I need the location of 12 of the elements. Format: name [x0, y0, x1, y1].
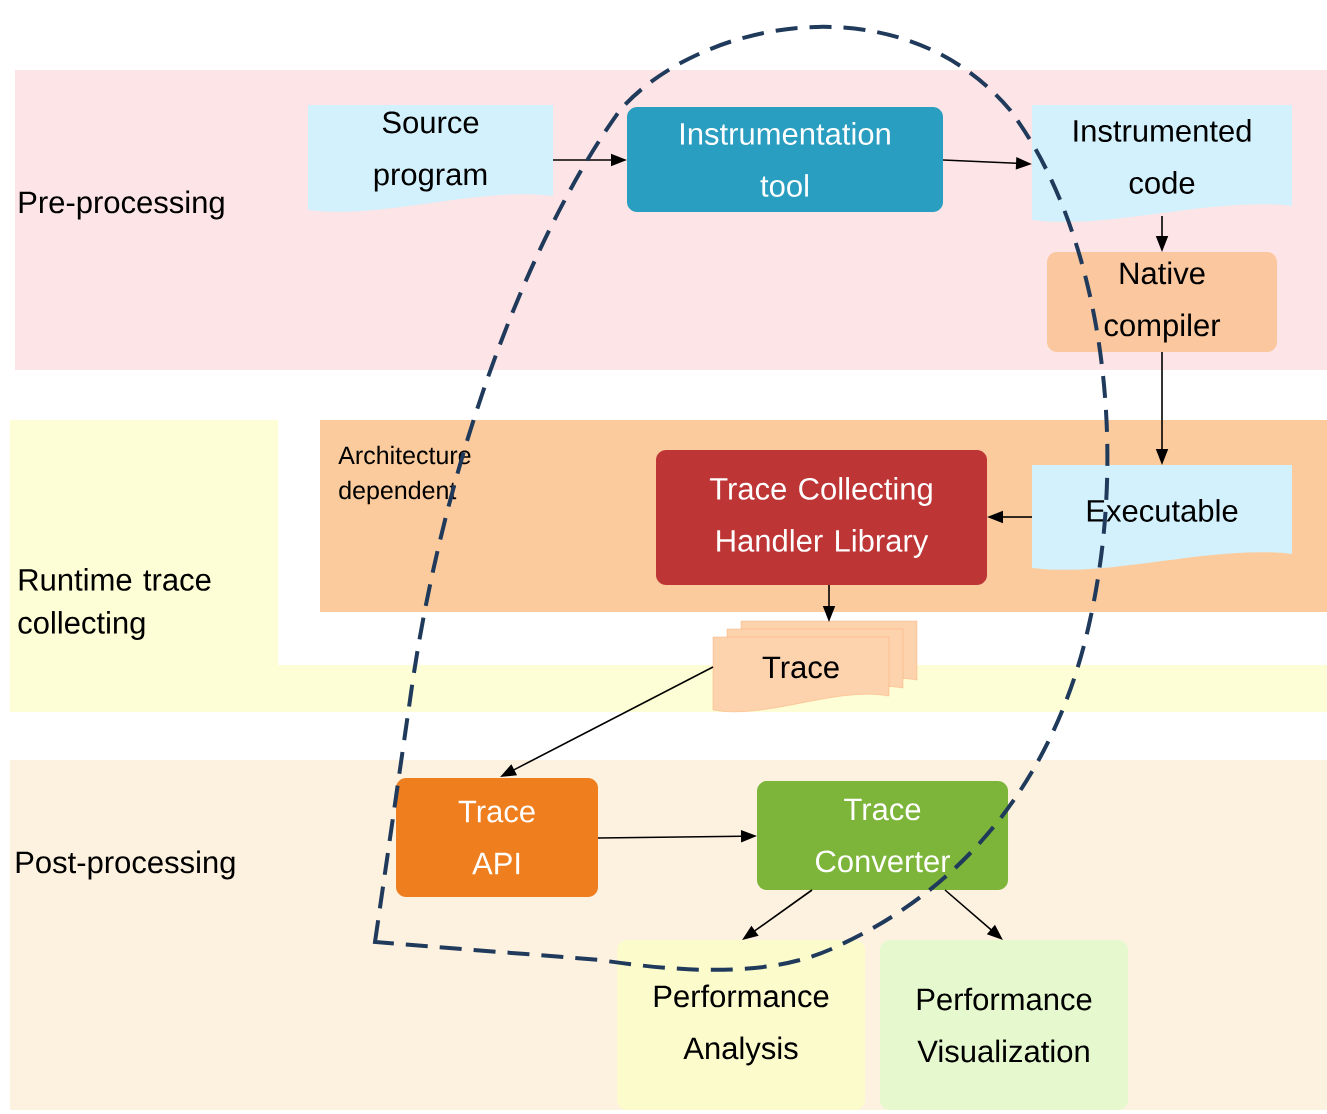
arrow	[944, 889, 1003, 940]
process-box: Trace API	[396, 778, 598, 897]
process-box: Instrumentation tool	[627, 107, 943, 212]
process-box: Performance Visualization	[880, 940, 1128, 1110]
band	[10, 420, 1327, 712]
process-box: Native compiler	[1047, 252, 1277, 352]
process-box: Trace Converter	[757, 781, 1008, 890]
process-box: Trace Collecting Handler Library	[656, 450, 987, 585]
process-box: Performance Analysis	[617, 940, 865, 1110]
band-label: Pre-processing	[19, 190, 224, 220]
band-label: Post-processing	[16, 850, 235, 880]
band-label: Runtime trace collecting	[18, 568, 211, 640]
